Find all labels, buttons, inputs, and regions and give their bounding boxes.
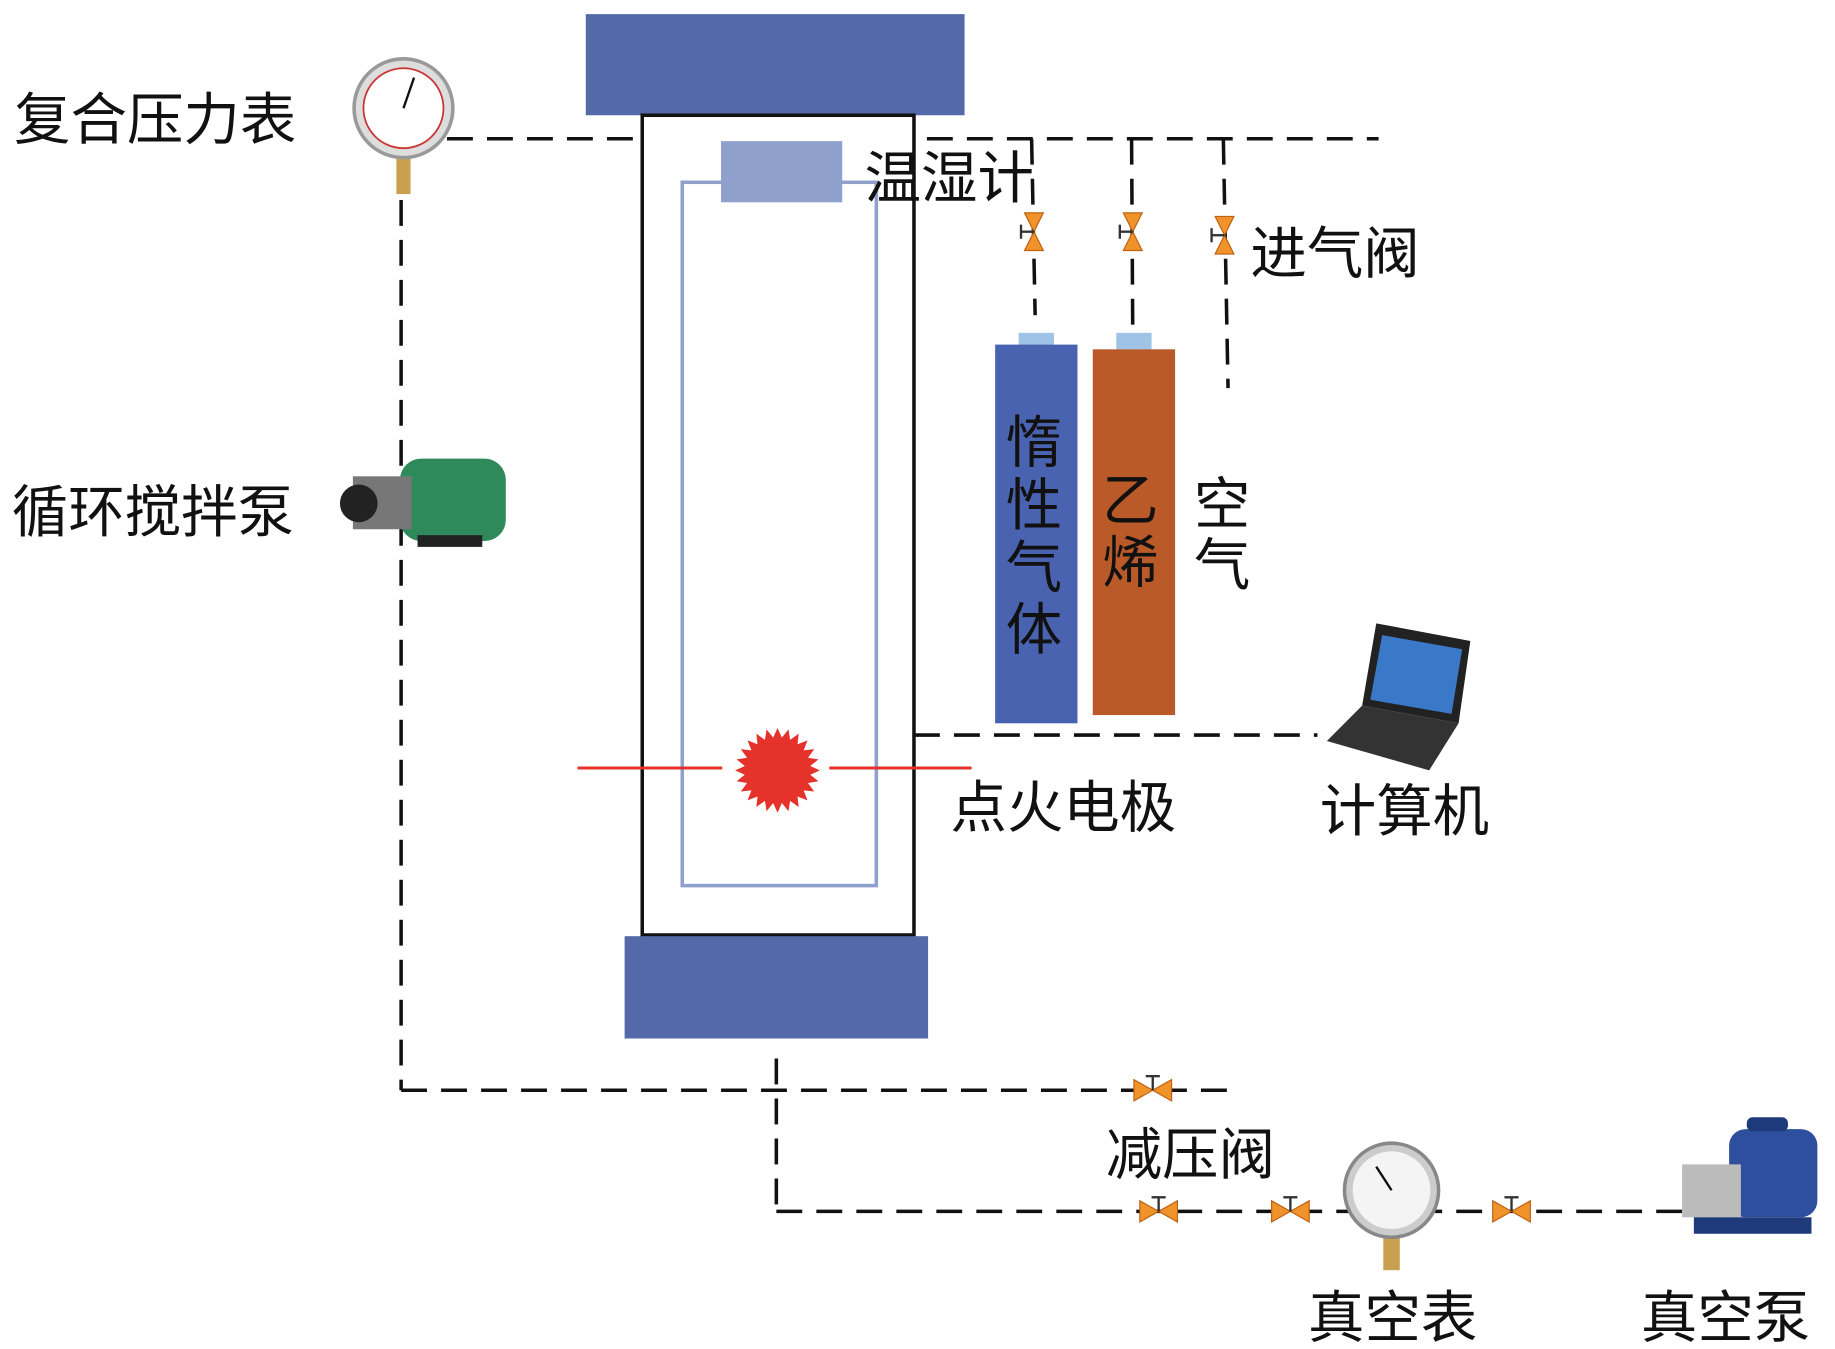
ethylene-cylinder-cap <box>1116 332 1152 350</box>
reducing-valve-1[interactable] <box>1138 1196 1179 1224</box>
spark-icon <box>735 728 820 813</box>
compound-gauge-label: 复合压力表 <box>14 88 296 153</box>
inlet-valve-label: 进气阀 <box>1250 222 1419 287</box>
pressure-reducing-valve-label: 减压阀 <box>1106 1123 1275 1188</box>
inert-gas-char: 性 <box>1006 474 1062 539</box>
vacuum-pump-icon <box>1682 1117 1818 1234</box>
ethylene-char: 乙 <box>1102 469 1158 534</box>
computer-label: 计算机 <box>1320 779 1489 844</box>
inert-cylinder-cap <box>1018 332 1054 346</box>
ignition-electrode-label: 点火电极 <box>950 776 1176 841</box>
inert-gas-char: 气 <box>1006 536 1062 601</box>
vacuum-pump-label: 真空泵 <box>1641 1286 1810 1349</box>
top-flange <box>585 14 965 116</box>
inert-gas-char: 体 <box>1006 598 1062 663</box>
inlet-valve-inert[interactable] <box>1019 211 1045 252</box>
ethylene-label: 乙 烯 <box>1102 469 1158 596</box>
hygrometer-label: 温湿计 <box>865 147 1034 212</box>
air-char: 空 <box>1194 472 1250 537</box>
air-char: 气 <box>1194 534 1250 599</box>
air-label: 空 气 <box>1194 472 1250 598</box>
vacuum-valve[interactable] <box>1491 1196 1532 1224</box>
circulation-pump-label: 循环搅拌泵 <box>12 481 294 546</box>
bottom-flange <box>624 936 929 1039</box>
ethylene-cylinder <box>1092 349 1176 716</box>
computer-icon <box>1326 623 1471 771</box>
ethylene-char: 烯 <box>1102 531 1158 596</box>
circulation-pump-icon <box>339 458 506 547</box>
inlet-valve-air[interactable] <box>1210 215 1236 256</box>
reducing-valve-2[interactable] <box>1270 1196 1311 1224</box>
inlet-valve-ethylene[interactable] <box>1118 211 1144 252</box>
inert-gas-label: 惰 性 气 体 <box>1006 411 1062 663</box>
inert-gas-char: 惰 <box>1006 411 1062 476</box>
bypass-valve[interactable] <box>1132 1074 1173 1103</box>
vacuum-gauge-icon <box>1342 1141 1441 1271</box>
inert-gas-cylinder <box>995 344 1078 724</box>
compound-pressure-gauge-icon <box>352 57 455 195</box>
hygrometer-sensor <box>721 141 843 203</box>
vacuum-gauge-label: 真空表 <box>1308 1286 1477 1349</box>
